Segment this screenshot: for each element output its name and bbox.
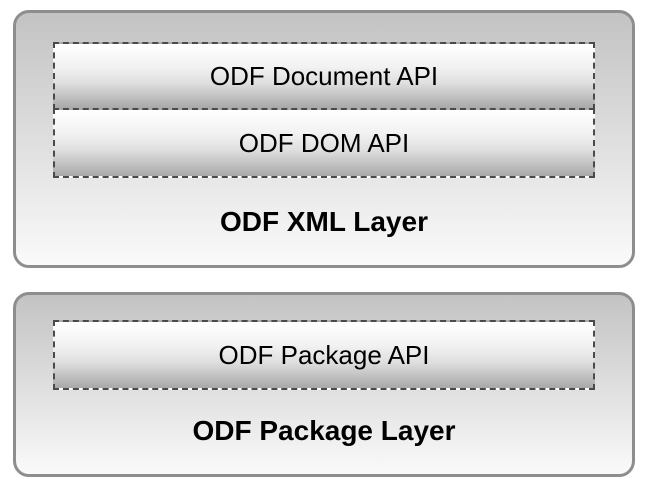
api-bar-label: ODF Document API: [209, 61, 439, 91]
api-bar-label: ODF Package API: [218, 340, 430, 370]
api-bar-label: ODF DOM API: [238, 128, 410, 158]
layer-box-odf-package: ODF Package API ODF Package Layer: [13, 292, 635, 477]
api-stack-odf-package: ODF Package API: [53, 320, 595, 390]
api-bar-odf-dom-api: ODF DOM API: [53, 108, 595, 178]
layer-box-odf-xml: ODF Document API ODF DOM API ODF XML Lay…: [13, 10, 635, 268]
api-bar-odf-package-api: ODF Package API: [53, 320, 595, 390]
layer-label-odf-package: ODF Package Layer: [192, 415, 456, 446]
api-bar-odf-document-api: ODF Document API: [53, 42, 595, 110]
api-stack-odf-xml: ODF Document API ODF DOM API: [53, 42, 595, 178]
layer-label-odf-xml: ODF XML Layer: [220, 206, 428, 237]
